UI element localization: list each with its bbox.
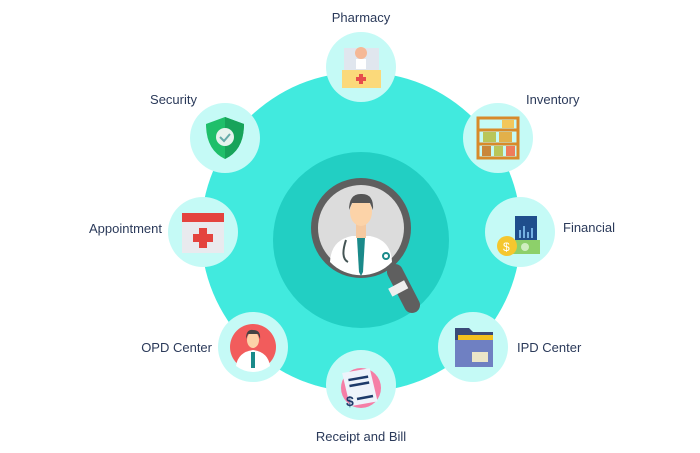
shelf-boxes-icon xyxy=(476,116,520,160)
svg-text:$: $ xyxy=(346,393,354,409)
pharmacy-icon xyxy=(342,47,381,88)
folder-icon xyxy=(455,328,493,367)
svg-text:$: $ xyxy=(503,240,510,254)
label-security: Security xyxy=(150,92,197,107)
label-opd-center: OPD Center xyxy=(141,340,212,355)
label-inventory: Inventory xyxy=(526,92,580,107)
label-appointment: Appointment xyxy=(89,221,162,236)
calendar-cross-icon xyxy=(182,213,224,253)
shield-check-icon xyxy=(206,117,244,159)
label-financial: Financial xyxy=(563,220,616,235)
label-ipd-center: IPD Center xyxy=(517,340,582,355)
money-chart-icon: $ xyxy=(497,216,540,256)
bubble-inventory[interactable] xyxy=(463,103,533,173)
doctor-avatar-icon xyxy=(230,324,276,372)
label-pharmacy: Pharmacy xyxy=(331,10,391,25)
doctor-magnifier-icon xyxy=(311,178,420,313)
receipt-icon: $ xyxy=(341,368,381,409)
label-receipt-and-bill: Receipt and Bill xyxy=(315,429,407,444)
